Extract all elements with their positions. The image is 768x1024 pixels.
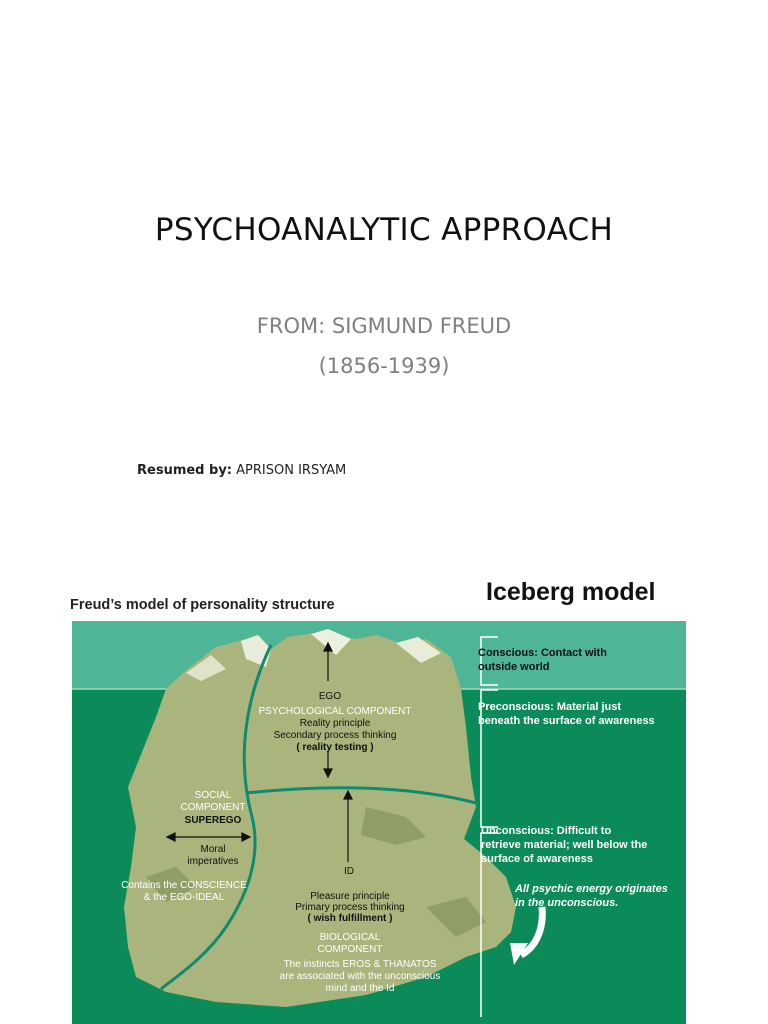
- conscious-line1: Conscious: Contact with: [478, 647, 607, 659]
- iceberg-shape: [124, 632, 516, 1007]
- id-component-2: COMPONENT: [317, 944, 383, 955]
- ego-thinking: Secondary process thinking: [273, 730, 397, 741]
- energy-line2: in the unconscious.: [515, 897, 619, 909]
- id-principle: Pleasure principle: [310, 891, 390, 902]
- preconscious-note: Preconscious: Material just beneath the …: [478, 700, 655, 728]
- superego-component-1: SOCIAL: [194, 790, 232, 801]
- unconscious-line2: retrieve material; well below the: [481, 839, 648, 851]
- subtitle-author: FROM: SIGMUND FREUD: [256, 314, 512, 338]
- iceberg-figure: [66, 577, 692, 1024]
- conscious-line2: outside world: [478, 661, 550, 673]
- subtitle-years: (1856-1939): [318, 354, 450, 378]
- ego-component: PSYCHOLOGICAL COMPONENT: [258, 706, 412, 717]
- resumed-label: Resumed by:: [137, 463, 232, 478]
- id-note-1: The instincts EROS & THANATOS: [283, 959, 437, 970]
- ego-principle: Reality principle: [299, 718, 371, 729]
- unconscious-line1: Unconscious: Difficult to: [481, 825, 612, 837]
- energy-note: All psychic energy originates in the unc…: [515, 882, 668, 910]
- page-title: PSYCHOANALYTIC APPROACH: [154, 212, 614, 248]
- superego-component-2: COMPONENT: [180, 802, 246, 813]
- conscious-note: Conscious: Contact with outside world: [478, 646, 607, 674]
- id-note-2: are associated with the unconscious: [279, 971, 441, 982]
- resumed-name: APRISON IRSYAM: [236, 463, 347, 478]
- superego-label: SUPEREGO: [184, 815, 242, 826]
- unconscious-line3: surface of awareness: [481, 853, 593, 865]
- superego-line2: imperatives: [187, 856, 239, 867]
- preconscious-line2: beneath the surface of awareness: [478, 715, 655, 727]
- superego-line1: Moral: [200, 844, 226, 855]
- id-label: ID: [344, 866, 354, 877]
- energy-line1: All psychic energy originates: [515, 883, 668, 895]
- superego-note-1: Contains the CONSCIENCE: [121, 880, 247, 891]
- preconscious-line1: Preconscious: Material just: [478, 701, 622, 713]
- id-component-1: BIOLOGICAL: [319, 932, 381, 943]
- id-thinking: Primary process thinking: [295, 902, 405, 913]
- figure-model-title: Iceberg model: [486, 578, 656, 606]
- figure-title: Freud’s model of personality structure: [70, 597, 335, 613]
- id-note-3: mind and the Id: [325, 983, 395, 994]
- resumed-by: Resumed by: APRISON IRSYAM: [137, 463, 346, 478]
- unconscious-note: Unconscious: Difficult to retrieve mater…: [481, 824, 647, 866]
- id-fulfillment: ( wish fulfillment ): [307, 913, 393, 924]
- superego-note-2: & the EGO-IDEAL: [143, 892, 225, 903]
- ego-label: EGO: [318, 691, 342, 702]
- ego-testing: ( reality testing ): [296, 742, 374, 753]
